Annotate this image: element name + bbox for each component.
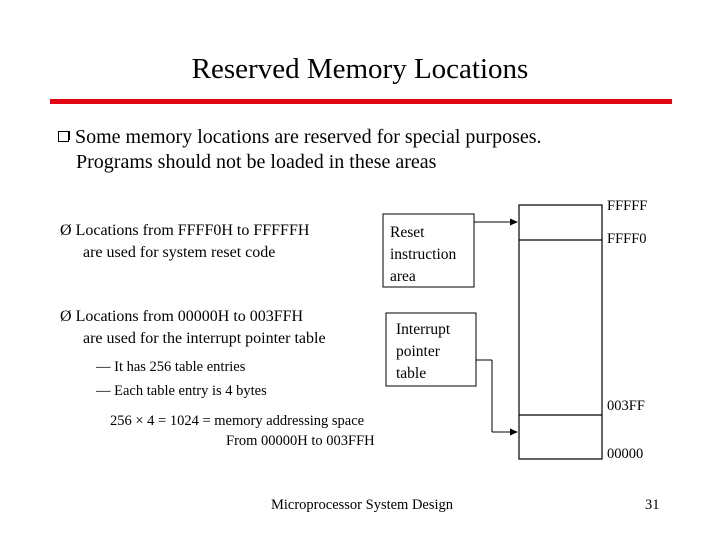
calc-line-1: 256 × 4 = 1024 = memory addressing space <box>110 413 365 429</box>
address-ffff0: FFFF0 <box>607 231 647 247</box>
calc-line-2: From 00000H to 003FFH <box>226 433 375 449</box>
sub-bullet-1-text: It has 256 table entries <box>114 359 246 375</box>
bullet-2-line-2: are used for the interrupt pointer table <box>83 330 326 347</box>
dash-icon: — <box>96 383 111 399</box>
interrupt-label-1: Interrupt <box>396 321 451 338</box>
bullet-1-text: Locations from FFFF0H to FFFFFH <box>75 222 310 239</box>
bullet-2: Ø Locations from 00000H to 003FFH <box>60 306 303 328</box>
page-title: Reserved Memory Locations <box>191 53 529 85</box>
sub-bullet-2: — Each table entry is 4 bytes <box>96 380 267 402</box>
bullet-1-line-2: are used for system reset code <box>83 244 276 261</box>
bullet-1: Ø Locations from FFFF0H to FFFFFH <box>60 220 309 242</box>
ivt-arrowhead <box>510 428 518 436</box>
checkbox-bullet-icon <box>58 131 70 142</box>
sub-bullet-2-text: Each table entry is 4 bytes <box>114 383 267 399</box>
sub-bullet-1: — It has 256 table entries <box>96 356 245 378</box>
footer-course: Microprocessor System Design <box>271 497 454 513</box>
bullet-2-text: Locations from 00000H to 003FFH <box>75 308 304 325</box>
interrupt-label-2: pointer <box>396 343 440 360</box>
page-number: 31 <box>645 497 660 513</box>
reset-label-1: Reset <box>390 224 425 241</box>
address-00000: 00000 <box>607 446 644 462</box>
interrupt-label-3: table <box>396 365 427 382</box>
address-003ff: 003FF <box>607 398 645 414</box>
dash-icon: — <box>96 359 111 375</box>
address-fffff: FFFFF <box>607 198 648 214</box>
intro-line-1: Some memory locations are reserved for s… <box>58 125 542 150</box>
reset-label-2: instruction <box>390 246 457 263</box>
arrow-bullet-icon: Ø <box>60 308 72 325</box>
arrow-bullet-icon: Ø <box>60 222 72 239</box>
intro-line-2: Programs should not be loaded in these a… <box>76 151 437 173</box>
title-divider <box>50 99 672 104</box>
reset-label-3: area <box>390 268 416 285</box>
reset-arrowhead <box>510 218 518 226</box>
memory-block <box>518 204 603 460</box>
